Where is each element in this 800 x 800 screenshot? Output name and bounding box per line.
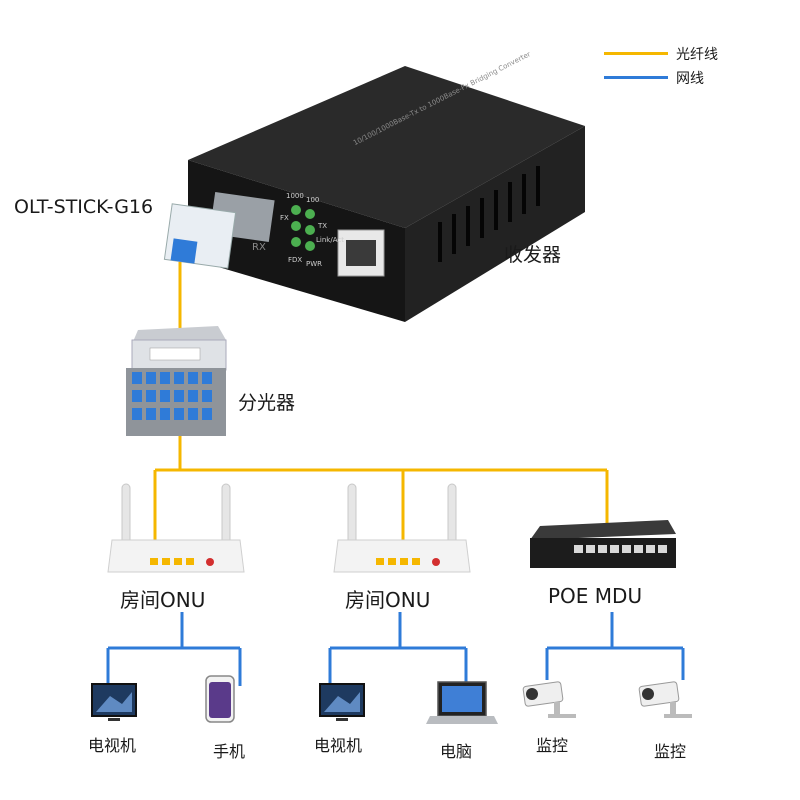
led-label: 100 [306,196,320,204]
phone-icon [205,675,235,723]
splitter-ports [132,372,212,420]
client-label: 监控 [654,742,687,761]
legend-network-line [604,76,668,79]
onu-2-label: 房间ONU [345,588,431,612]
converter-port-text: RX [252,242,266,253]
tv-icon [319,683,365,721]
converter-leds [291,205,315,251]
client-label: 电脑 [440,742,473,761]
led-label: Link/Act [316,236,344,244]
converter-vents [438,166,540,262]
converter-top [188,66,585,228]
poe-mdu-switch [530,520,676,568]
optical-splitter [126,326,227,436]
converter-label: 收发器 [504,244,562,266]
fiber-lines [153,262,609,540]
client-label: 监控 [536,736,569,755]
camera-icon [522,681,576,718]
onu-1-label: 房间ONU [120,588,206,612]
client-label: 电视机 [314,736,363,755]
led-label: FX [280,214,289,222]
legend-network-label: 网线 [676,71,704,87]
led-label: PWR [306,260,323,268]
led-label: 1000 [286,192,304,200]
network-lines [106,612,685,686]
sfp-label: OLT-STICK-G16 [14,196,154,218]
client-label: 电视机 [88,736,137,755]
onu-2 [333,483,471,573]
legend-fiber-label: 光纤线 [676,47,718,63]
led-label: FDX [288,256,303,264]
mdu-label: POE MDU [548,584,643,608]
media-converter [163,66,585,322]
laptop-icon [426,681,498,724]
camera-icon [638,681,692,718]
sfp-module [163,192,275,269]
led-label: TX [318,222,328,230]
client-label: 手机 [213,742,246,761]
splitter-label: 分光器 [238,392,296,414]
tv-icon [91,683,137,721]
legend-fiber-line [604,52,668,55]
onu-1 [107,483,245,573]
